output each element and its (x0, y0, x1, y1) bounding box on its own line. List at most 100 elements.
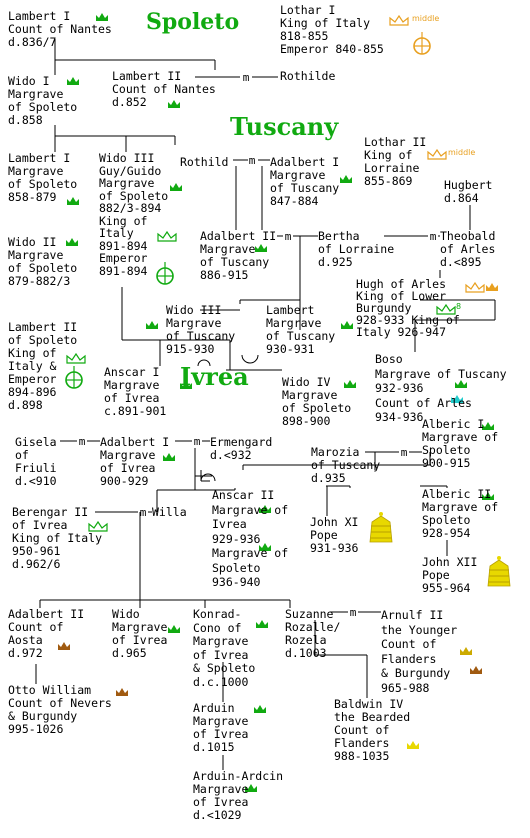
small-crown-icon (482, 422, 494, 430)
person-line: Count of Nevers (8, 696, 112, 710)
small-crown-icon (168, 625, 180, 633)
person-line: Suzanne (285, 607, 334, 621)
person-line: Guy/Guido (99, 163, 162, 178)
wide-crown-icon (436, 303, 456, 315)
person-line: King of (8, 346, 57, 360)
small-crown-icon (486, 283, 498, 291)
person-line: 929-936 (212, 531, 261, 546)
person-line: Bertha (318, 229, 360, 243)
person-line: Spoleto (422, 443, 471, 457)
person-line: Italy & (8, 359, 57, 373)
person-line: d.858 (8, 113, 43, 127)
person-line: d.925 (318, 255, 353, 269)
person-line: Margrave of Tuscany (375, 366, 507, 381)
person-line: of Tuscany (270, 181, 340, 195)
wide-crown-icon (389, 14, 409, 26)
person-line: 932-936 (375, 381, 424, 395)
marriage-marker: m (79, 435, 86, 448)
person-line: 882/3-894 (99, 201, 162, 215)
person-line: the Bearded (334, 710, 411, 724)
small-crown-icon (67, 197, 79, 205)
person-line: Pope (422, 568, 450, 582)
person-line: Margrave (270, 168, 326, 182)
connector-arc (197, 359, 211, 367)
person-line: 818-855 (280, 29, 329, 43)
person-line: Gisela (15, 435, 57, 449)
person-line: 965-988 (381, 680, 430, 695)
small-crown-icon (96, 13, 108, 21)
small-crown-icon (255, 244, 267, 252)
person-line: Margrave (8, 87, 64, 101)
person-line: 934-936 (375, 410, 424, 424)
marriage-marker: m (140, 506, 147, 519)
person-line: Count of (334, 723, 390, 737)
person-line: d.898 (8, 398, 43, 412)
person-line: Lambert II (112, 69, 182, 83)
person-line: Ivrea (212, 517, 247, 531)
person-line: of Lorraine (318, 242, 395, 256)
person-line: Margrave of (422, 500, 499, 514)
person-line: Alberic II (422, 487, 492, 501)
person-line: 950-961 (12, 544, 61, 558)
person-line: Rothild (180, 155, 229, 169)
person-line: d.972 (8, 646, 43, 660)
person-line: Lambert I (8, 9, 71, 23)
person-line: Count of Nantes (112, 82, 216, 96)
person-line: of Spoleto (8, 177, 78, 191)
person-line: Arduin (193, 701, 235, 715)
person-line: Adalbert II (200, 229, 277, 243)
person-line: d.<932 (210, 448, 252, 462)
person-line: 900-929 (100, 474, 149, 488)
person-line: 931-936 (310, 541, 359, 555)
person-line: Flanders (334, 736, 390, 750)
person-line: Flanders (381, 651, 437, 666)
person-line: of Tuscany (166, 329, 236, 343)
person-line: d.<895 (440, 255, 482, 269)
person-line: John XII (422, 555, 478, 569)
person-line: d.<1029 (193, 808, 242, 822)
person-line: King of Italy (280, 16, 371, 30)
person-line: 891-894 (99, 263, 148, 278)
person-line: Lothar I (280, 3, 336, 17)
person-line: Margrave (104, 378, 160, 392)
person-willa: Willa (152, 506, 187, 519)
small-crown-icon (259, 543, 271, 551)
person-line: Boso (375, 352, 403, 366)
wide-crown-icon (427, 148, 447, 160)
person-line: Margrave (99, 176, 155, 190)
person-line: d.1015 (193, 740, 235, 754)
person-line: 955-964 (422, 581, 471, 595)
person-line: Konrad- (193, 607, 242, 621)
person-line: of Spoleto (8, 100, 78, 114)
person-line: 847-884 (270, 194, 319, 208)
small-crown-icon (170, 183, 182, 191)
marriage-marker: m (350, 606, 357, 619)
person-line: 898-900 (282, 414, 331, 428)
person-line: Italy (99, 226, 134, 240)
person-rothild-2: Rothild (180, 156, 228, 169)
person-line: Margrave (8, 248, 64, 262)
person-line: 936-940 (212, 575, 261, 589)
person-line: King of Lower (356, 289, 447, 303)
person-line: Lambert I (8, 151, 71, 165)
person-line: Spoleto (422, 513, 471, 527)
person-line: Spoleto (212, 560, 261, 575)
